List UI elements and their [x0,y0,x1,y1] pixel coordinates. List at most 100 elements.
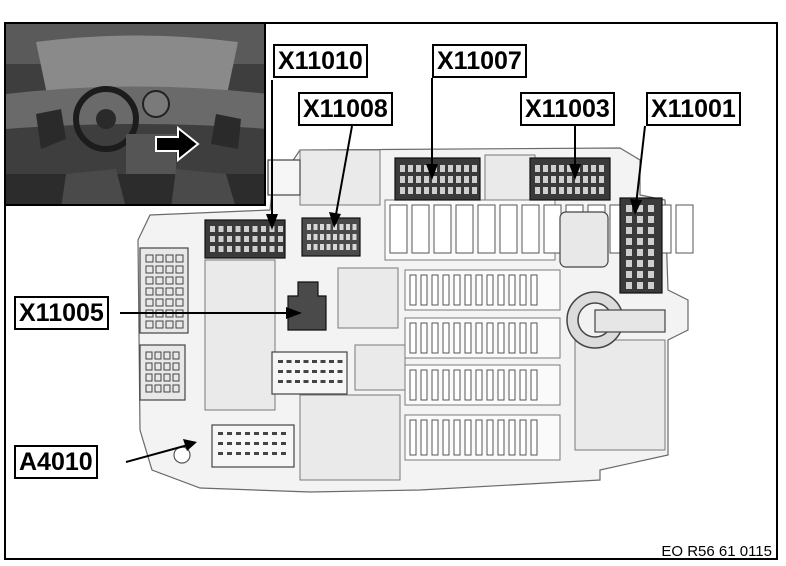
connector-pin [320,224,324,230]
fuse-slot [543,204,562,254]
connector-pin [432,176,437,183]
label-x11010: X11010 [273,44,368,78]
connector-pin [352,224,357,230]
connector-pin [145,287,154,296]
connector-pin [244,246,249,252]
connector-pin [245,432,250,435]
label-x11007: X11007 [432,44,527,78]
connector-pin [235,226,241,232]
connector-pin [408,176,413,183]
connector-pin [648,238,654,245]
connector-pin [337,380,343,383]
connector-pin [175,265,184,274]
connector-pin [295,380,300,383]
fuse-slot [486,369,494,401]
fuse-slot [475,274,483,306]
fuse-slot [453,274,461,306]
connector-pin [155,287,164,296]
connector-pin [278,226,283,232]
reference-code: EO R56 61 0115 [661,543,772,560]
connector-pin [535,187,540,194]
connector-pin [244,226,249,232]
connector-pin [313,244,318,250]
connector-pin [172,351,180,360]
fuse-slot [675,204,694,254]
fuse-slot [431,419,439,456]
fuse-slot [521,204,540,254]
connector-pin [559,176,564,183]
connector-pin [326,224,331,230]
relay-round [559,211,666,349]
connector-pin [333,224,337,230]
connector-pin [210,226,215,232]
connector-pin [400,187,405,194]
connector-pin [648,249,654,256]
connector-pin [172,384,180,393]
connector-pin [145,298,154,307]
connector-pin [252,246,258,252]
connector-pin [175,254,184,263]
fuse-slot [464,322,472,354]
connector-pin [236,432,241,435]
connector-pin [227,452,232,455]
fuse-slot [497,322,505,354]
bottom-cover-plate [299,394,401,481]
connector-pin [145,351,153,360]
connector-pin [278,380,283,383]
connector-pin [218,246,224,252]
connector-pin [261,246,266,252]
connector-pin [303,370,309,373]
connector-pin [416,187,421,194]
connector-pin [145,320,154,329]
connector-pin [163,362,171,371]
connector-x11008 [301,217,361,257]
connector-pin [648,216,654,223]
connector-pin [626,260,632,267]
connector-pin [155,276,164,285]
connector-pin [424,187,429,194]
connector-top-small [267,159,301,196]
connector-pin [303,360,309,363]
fuse-slot [453,419,461,456]
connector-pin [145,276,154,285]
fuse-slot [486,322,494,354]
fuse-slot [420,322,428,354]
top-cover-plate-2 [484,154,536,201]
connector-pin [272,442,277,445]
connector-pin [637,282,643,289]
connector-pin [339,244,344,250]
inset-locator-view [4,22,266,206]
connector-pin [333,234,337,240]
connector-pin [165,254,174,263]
fuse-slot [409,369,417,401]
connector-pin [559,187,564,194]
connector-pin [145,362,153,371]
connector-pin [235,236,241,242]
connector-pin [307,234,311,240]
connector-pin [227,236,232,242]
connector-pin [227,226,232,232]
connector-pin [175,298,184,307]
connector-pin [236,452,241,455]
arrow-right-icon [155,125,200,163]
connector-pin [551,176,556,183]
connector-pin [210,236,215,242]
connector-pin [261,226,266,232]
connector-pin [456,165,461,172]
fuse-slot [453,369,461,401]
connector-pin [218,236,224,242]
label-a4010: A4010 [14,445,98,479]
dashboard-illustration [6,24,264,204]
connector-pin [154,373,162,382]
connector-pin [263,432,268,435]
fuse-slot [442,274,450,306]
connector-pin [424,176,429,183]
connector-pin [424,165,429,172]
connector-pin [591,165,596,172]
connector-pin [307,244,311,250]
connector-pin [145,373,153,382]
connector-pin [346,244,350,250]
connector-pin [448,187,453,194]
fuse-slot [475,322,483,354]
connector-pin [464,176,469,183]
